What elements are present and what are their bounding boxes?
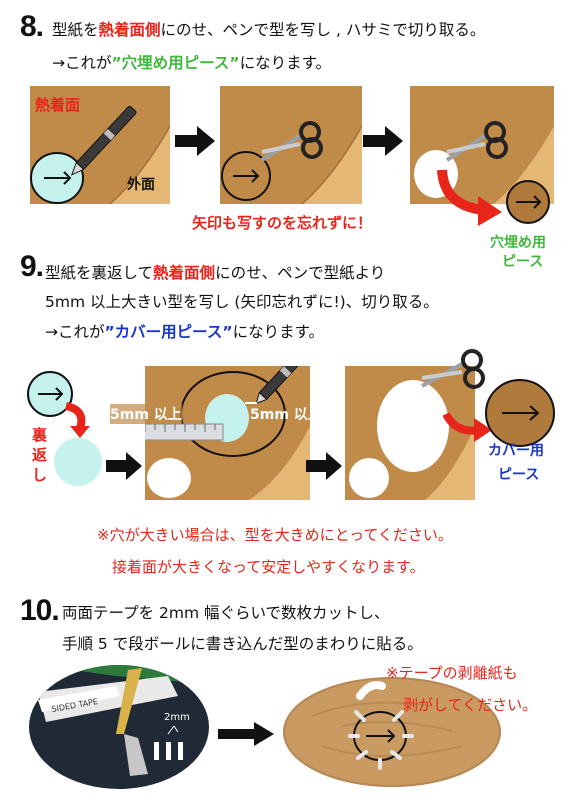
pattern-back [54,438,102,486]
fill-piece-label-2: ピース [502,254,544,270]
release-paper-warn-2: 剥がしてください。 [403,696,538,714]
margin-label-left: 5mm 以上 [110,404,182,424]
step-9-line-2: 5mm 以上大きい型を写し (矢印忘れずに!)、切り取る。 [45,293,439,311]
tape-cutting-photo: SIDED TAPE 2mm [28,664,210,790]
step-9-text-rest: にのせ、ペンで型紙より [215,264,386,282]
step-9-line-1: 型紙を裏返して熱着面側にのせ、ペンで型紙より [45,263,385,283]
tape-roll [38,676,178,722]
fill-piece-icon [504,178,552,226]
hole-cutout [349,458,389,498]
step-10-number: 10. [20,594,60,627]
large-cutout [377,380,449,472]
release-paper-warn-1: ※テープの剥離紙も [386,664,518,682]
flip-label-3: し [32,466,48,484]
step-10-line-2: 手順 5 で段ボールに書き込んだ型のまわりに貼る。 [62,635,423,653]
arrow-right-icon [306,452,342,480]
mm-label: 2mm [164,712,190,723]
arrow-right-icon [175,126,215,156]
step-8-result: →これが [52,54,112,72]
note-line-1: ※穴が大きい場合は、型を大きめにとってください。 [97,526,453,544]
note-line-2: 接着面が大きくなって安定しやすくなります。 [112,558,425,576]
step-8-number: 8. [20,10,44,43]
tape-strips [348,710,414,770]
fill-piece-label-1: 穴埋め用 [490,235,546,251]
step-9-panel-trace [145,366,310,500]
scissors-icon [418,346,488,396]
step-8-line-1: 型紙を熱着面側にのせ、ペンで型を写し , ハサミで切り取る。 [52,20,485,40]
step-8-fill-piece: ”穴埋め用ピース” [111,54,240,72]
step-9-cover-piece: ”カバー用ピース” [104,323,233,341]
traced-outline [221,151,271,201]
flip-illustration [26,370,112,490]
pen-icon [255,366,308,405]
release-paper [356,681,386,700]
ruler [145,423,224,441]
step-9-heat-side: 熱着面側 [153,264,216,282]
arrow-right-icon [106,452,142,480]
step-8-panel-trace: 熱着面 外面 [30,86,170,204]
step-9-text: 型紙を裏返して [45,264,154,282]
step-9-result: →これが [45,323,105,341]
step-8-text-rest: にのせ、ペンで型を写し , ハサミで切り取る。 [160,21,486,39]
step-8-text: 型紙を [52,21,99,39]
flip-label-2: 返 [32,446,48,464]
cardboard-photo [282,676,502,788]
scissors-icon [260,121,323,162]
label-heat-side: 熱着面 [35,96,81,114]
step-9-result-rest: になります。 [232,323,325,341]
step-8-line-2: →これが”穴埋め用ピース”になります。 [52,53,331,73]
flip-label-1: 裏 [32,426,48,444]
step-9-number: 9. [20,250,44,283]
arrow-icon [366,729,396,743]
step-8-heat-side: 熱着面側 [98,21,161,39]
scissors-icon [445,121,508,162]
cover-piece-label-2: ピース [498,467,540,483]
cover-piece-icon [484,378,556,448]
label-outer-side: 外面 [127,177,155,193]
step-9-line-3: →これが”カバー用ピース”になります。 [45,322,324,342]
curved-red-arrow-icon [434,166,506,228]
arrow-icon [233,169,260,183]
warn-copy-arrow: 矢印も写すのを忘れずに！ [192,214,373,232]
hole-cutout [147,458,191,498]
step-8-panel-cut [220,86,362,204]
pen-icon [70,105,137,176]
step-9-panel-result [345,366,475,500]
step-8-result-rest: になります。 [239,54,332,72]
arrow-right-icon [363,126,403,156]
arrow-right-icon [218,722,274,746]
arrow-icon [44,171,72,185]
cover-piece-label-1: カバー用 [488,443,544,459]
curved-red-arrow-icon [442,406,494,446]
margin-marker [245,402,257,404]
margin-label-right: 5mm 以上 [250,407,322,423]
kraft-sheet-illustration [30,86,170,204]
blade-icon [124,734,148,776]
step-10-line-1: 両面テープを 2mm 幅ぐらいで数枚カットし、 [62,604,390,622]
flip-arrow-icon [65,402,86,430]
